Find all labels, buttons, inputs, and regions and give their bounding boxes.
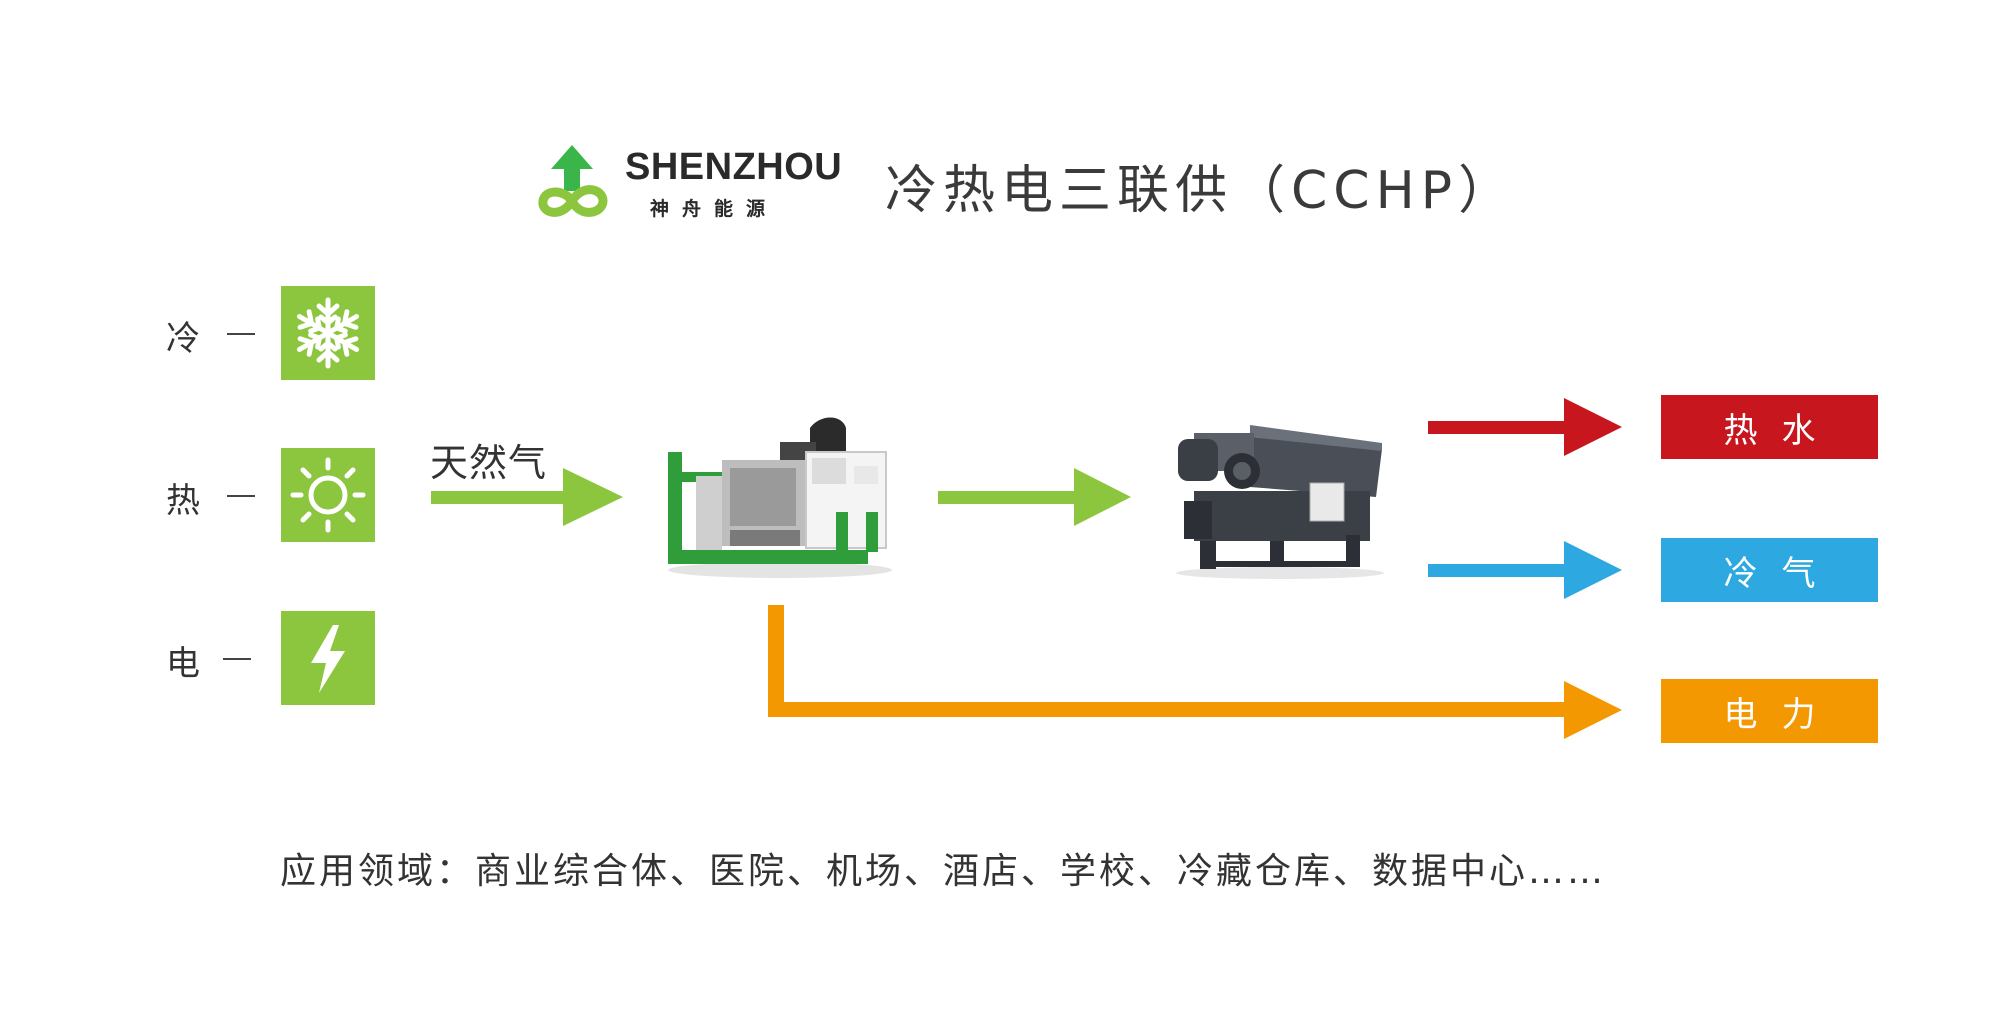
dash-cold xyxy=(227,333,255,335)
cold-air-arrow xyxy=(1428,541,1622,599)
gas-arrow xyxy=(431,468,623,526)
label-heat: 热 xyxy=(166,481,200,521)
label-cold: 冷 xyxy=(166,319,200,359)
middle-arrow xyxy=(938,468,1131,526)
absorption-chiller-image xyxy=(1176,425,1384,579)
gas-input-label: 天然气 xyxy=(430,441,548,485)
brand-name-en: SHENZHOU xyxy=(625,146,843,188)
sun-icon xyxy=(290,457,366,533)
lightning-tile xyxy=(281,611,375,705)
sun-tile xyxy=(281,448,375,542)
generator-set-image xyxy=(668,417,892,578)
application-fields: 应用领域：商业综合体、医院、机场、酒店、学校、冷藏仓库、数据中心…… xyxy=(280,851,1607,892)
hot-water-arrow xyxy=(1428,398,1622,456)
page-title: 冷热电三联供（CCHP） xyxy=(885,161,1517,221)
brand-name-cn: 神舟能源 xyxy=(650,198,779,220)
output-cold-air: 冷气 xyxy=(1661,538,1878,602)
output-electric-power: 电力 xyxy=(1661,679,1878,743)
dash-power xyxy=(223,658,251,660)
label-power: 电 xyxy=(166,644,200,684)
snowflake-tile xyxy=(281,286,375,380)
snowflake-icon xyxy=(281,297,375,380)
output-hot-water: 热水 xyxy=(1661,395,1878,459)
dash-heat xyxy=(227,495,255,497)
power-arrow xyxy=(768,605,1622,739)
lightning-icon xyxy=(311,625,345,693)
logo-icon xyxy=(538,145,608,217)
